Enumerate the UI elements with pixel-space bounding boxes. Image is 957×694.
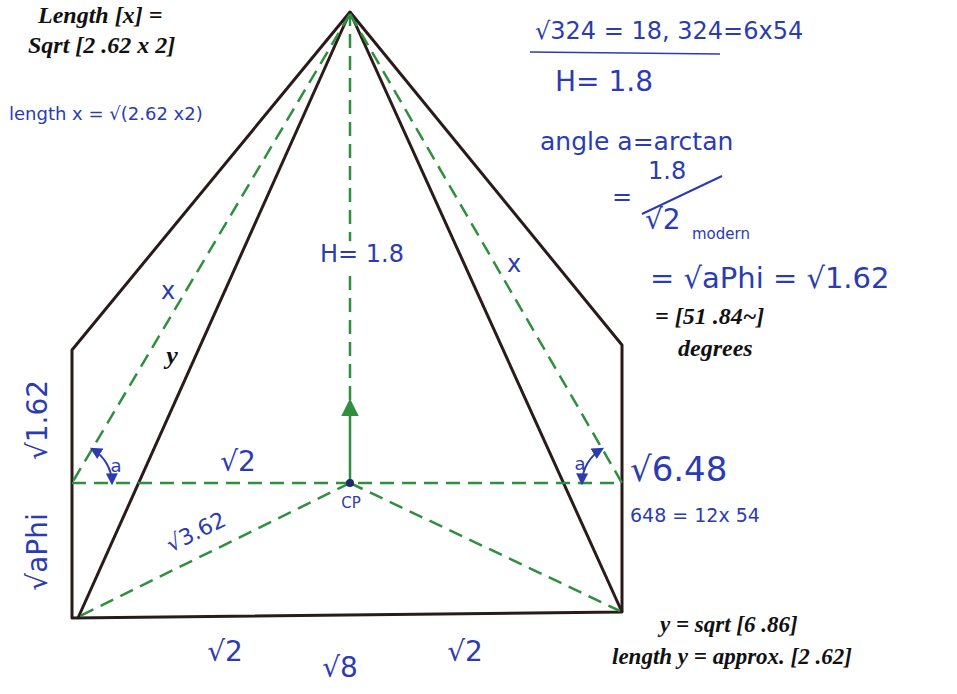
handwritten-note: modern: [692, 226, 750, 243]
handwritten-note: 1.8: [648, 158, 686, 186]
handwritten-note: CP: [341, 495, 361, 512]
handwritten-note: √2: [207, 636, 243, 668]
formula-caption: Length [x] =: [38, 2, 162, 30]
handwritten-note: x: [161, 278, 175, 306]
handwritten-note: length x = √(2.62 x2): [6, 104, 206, 125]
handwritten-note: H= 1.8: [317, 241, 407, 269]
diagonal-left: [80, 483, 350, 616]
outer-edge: [72, 12, 622, 618]
edge-y-left: [78, 12, 350, 618]
underline: [530, 52, 720, 54]
slant-x-left: [72, 14, 350, 483]
height-arrow: [349, 402, 352, 483]
formula-caption: y = sqrt [6 .86]: [660, 612, 798, 638]
handwritten-note: √2: [220, 446, 256, 478]
handwritten-note: a: [574, 454, 585, 475]
pyramid-outline: [72, 12, 622, 618]
diagonal-right: [350, 483, 620, 611]
handwritten-note: a: [110, 456, 121, 477]
formula-caption: length y = approx. [2 .62]: [612, 644, 852, 670]
edge-y-right: [350, 12, 622, 612]
handwritten-note: √2: [447, 636, 483, 668]
formula-caption: degrees: [678, 335, 753, 363]
handwritten-note: x: [507, 251, 521, 279]
handwritten-note: √2: [645, 204, 681, 236]
handwritten-note: √3.62: [159, 506, 232, 559]
height-line: [349, 14, 352, 400]
handwritten-note: √324 = 18, 324=6x54: [535, 18, 803, 46]
handwritten-note: angle a=arctan: [540, 128, 733, 157]
formula-caption: = [51 .84~]: [655, 303, 764, 331]
handwritten-note: √6.48: [630, 450, 727, 489]
angle-arc-left: [92, 449, 112, 483]
handwritten-note: √8: [322, 652, 358, 684]
handwritten-note: = √aPhi = √1.62: [650, 262, 889, 295]
formula-caption: Sqrt [2 .62 x 2]: [28, 32, 175, 60]
handwritten-note: √1.62: [22, 380, 54, 460]
handwritten-note: √aPhi: [22, 513, 54, 590]
center-point: [346, 479, 354, 487]
handwritten-note: =: [612, 184, 632, 212]
handwritten-note: H= 1.8: [555, 66, 653, 98]
formula-caption: y: [166, 341, 178, 371]
handwritten-note: 648 = 12x 54: [630, 505, 760, 527]
